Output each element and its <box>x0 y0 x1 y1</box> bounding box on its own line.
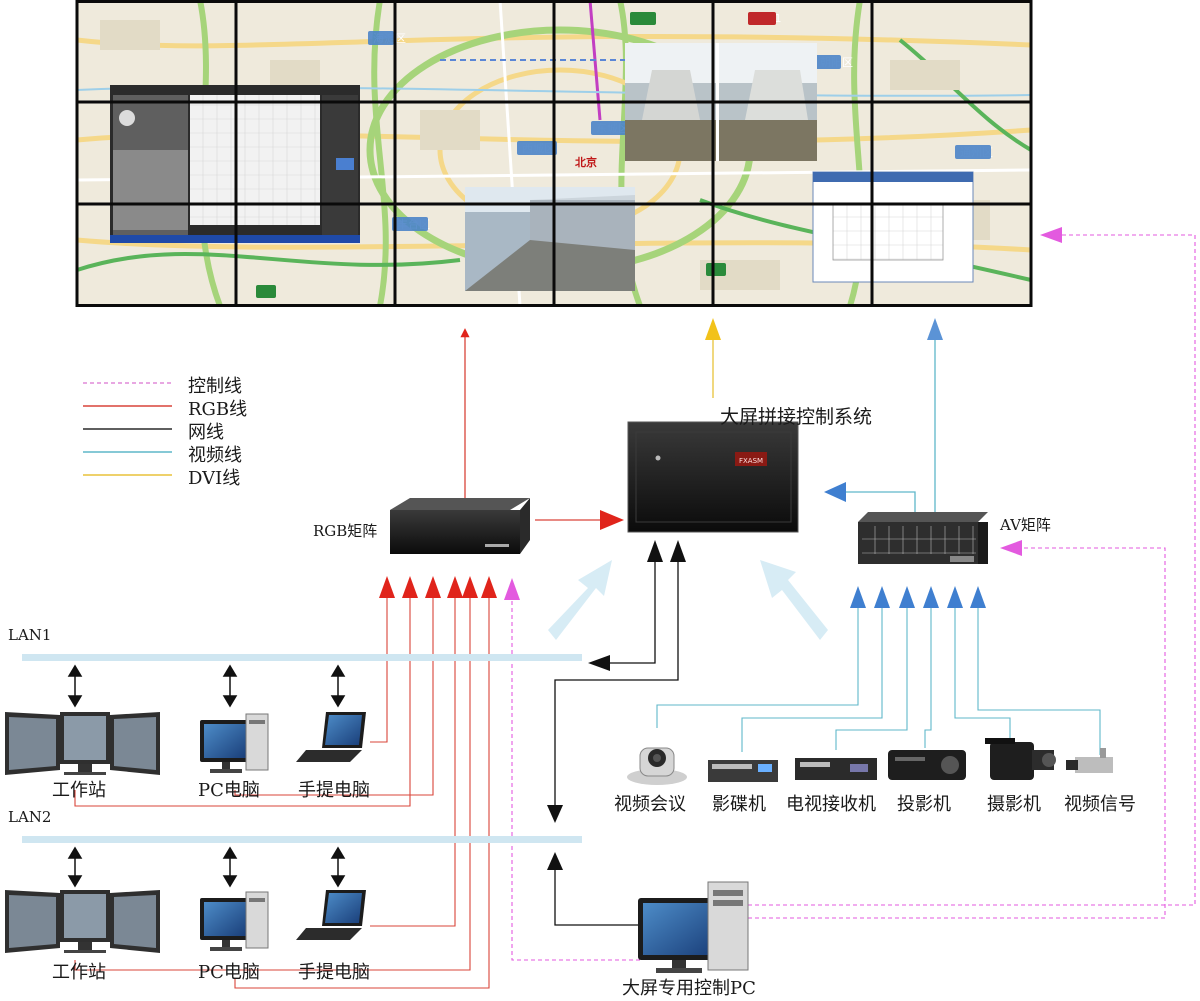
map-label: 北京 <box>575 155 597 169</box>
lan2-bar <box>22 836 582 843</box>
lan1-workstation-label: 工作站 <box>52 780 106 801</box>
control-arrow-to-av <box>1000 540 1022 556</box>
lan2-pc-label: PC电脑 <box>198 962 260 983</box>
video-wall: 北京 海淀区 西城区 东城区 丰台区 通州区 朝阳区 G45 G101 G4 G… <box>75 0 1033 308</box>
control-line-to-av <box>748 547 1166 919</box>
legend <box>83 382 172 476</box>
rgb-matrix-device <box>390 498 530 554</box>
lan-double-arrows <box>67 664 346 888</box>
controller-box: FXASM <box>627 421 799 533</box>
controller-badge: FXASM <box>739 457 763 465</box>
rgb-inputs <box>74 598 490 989</box>
pc-lan1 <box>200 713 269 773</box>
video-line-to-controller <box>840 491 916 515</box>
control-pc-label: 大屏专用控制PC <box>622 978 756 999</box>
lan1-label: LAN1 <box>8 626 52 644</box>
workstation-lan2 <box>5 890 160 953</box>
video-arrow-to-wall <box>927 318 943 340</box>
rgb-matrix-label: RGB矩阵 <box>313 522 378 540</box>
lan2-workstation-label: 工作站 <box>52 962 106 983</box>
av-input-arrows <box>850 586 986 608</box>
lan1-bar <box>22 654 582 661</box>
surveillance-camera <box>1066 748 1113 773</box>
video-conference-camera <box>627 747 687 785</box>
av-matrix-device <box>858 512 988 564</box>
control-line-to-rgb <box>511 600 640 961</box>
lan1-pc-label: PC电脑 <box>198 780 260 801</box>
controller-label: 大屏拼接控制系统 <box>720 406 873 428</box>
av-source-label: 投影机 <box>897 794 951 815</box>
control-arrow-to-wall <box>1040 227 1062 243</box>
av-source-label: 视频信号 <box>1064 794 1136 815</box>
av-source-label: 视频会议 <box>614 794 686 815</box>
video-arrow-to-controller <box>824 482 846 502</box>
projector <box>888 750 966 780</box>
av-inputs <box>656 605 1101 755</box>
rgb-arrow-to-controller <box>600 510 624 530</box>
workstation-lan1 <box>5 712 160 775</box>
lan1-laptop-label: 手提电脑 <box>298 780 370 801</box>
pc-lan2 <box>200 891 269 951</box>
legend-label-dvi: DVI线 <box>188 468 241 489</box>
legend-label-video: 视频线 <box>188 445 242 466</box>
av-source-label: 电视接收机 <box>786 794 876 815</box>
legend-label-rgb: RGB线 <box>188 399 248 420</box>
lan2-laptop-label: 手提电脑 <box>298 962 370 983</box>
dvi-arrow <box>705 318 721 340</box>
laptop-lan2 <box>296 890 366 940</box>
embedded-data-table <box>812 171 974 283</box>
av-matrix-label: AV矩阵 <box>1000 516 1051 534</box>
dvd-player <box>708 760 778 782</box>
rgb-input-arrows <box>379 576 497 598</box>
control-arrow-to-rgb <box>504 578 520 600</box>
control-pc <box>638 881 749 973</box>
big-arrow-right <box>760 560 828 640</box>
map-label-badges <box>256 12 991 298</box>
network-lines <box>554 560 679 926</box>
legend-label-net: 网线 <box>188 422 224 443</box>
av-source-label: 摄影机 <box>987 794 1041 815</box>
tv-receiver <box>795 758 877 780</box>
video-wall-grid <box>75 0 1033 307</box>
laptop-lan1 <box>296 712 366 762</box>
network-arrows <box>547 540 686 870</box>
lan2-label: LAN2 <box>8 808 52 826</box>
av-source-label: 影碟机 <box>712 794 766 815</box>
control-line-to-wall <box>748 234 1196 906</box>
camcorder <box>985 738 1056 780</box>
legend-label-control: 控制线 <box>188 376 242 397</box>
big-arrow-left <box>548 560 612 640</box>
